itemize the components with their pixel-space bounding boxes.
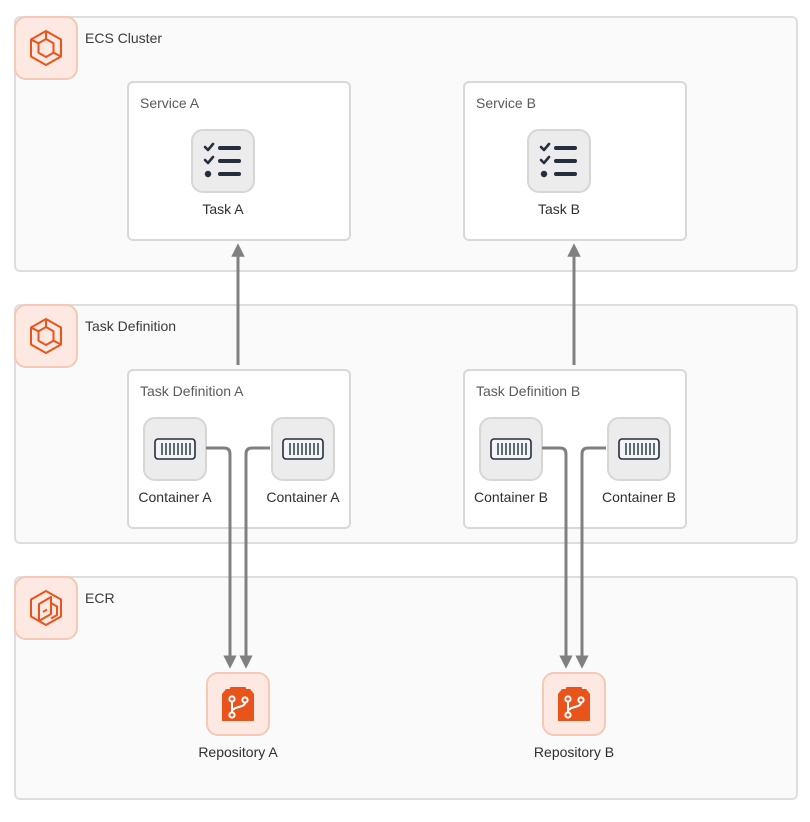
task-definition-a-label: Task Definition A — [140, 383, 244, 399]
repository-branch-icon[interactable] — [206, 672, 270, 736]
container-icon[interactable] — [479, 417, 543, 481]
checklist-icon[interactable] — [191, 129, 255, 193]
container-icon[interactable] — [143, 417, 207, 481]
task-definition-b-box[interactable]: Task Definition B Container B Container … — [463, 369, 687, 529]
task-b-label: Task B — [537, 201, 581, 217]
ecs-cluster-group: ECS Cluster Service A Task A Service B — [14, 16, 798, 272]
task-definition-group-label: Task Definition — [85, 318, 177, 334]
task-definition-b-label: Task Definition B — [476, 383, 581, 399]
service-b-box[interactable]: Service B Task B — [463, 81, 687, 241]
task-definition-group: Task Definition Task Definition A Contai… — [14, 304, 798, 544]
ecr-group: ECR Repository A — [14, 576, 798, 800]
ecr-group-label: ECR — [85, 590, 115, 606]
ecr-icon — [14, 576, 78, 640]
ecs-cluster-label: ECS Cluster — [85, 30, 163, 46]
task-a-label: Task A — [202, 201, 244, 217]
repository-branch-icon[interactable] — [542, 672, 606, 736]
container-b-2-label: Container B — [602, 489, 676, 505]
ecs-icon — [14, 16, 78, 80]
service-b-label: Service B — [476, 95, 536, 111]
service-a-label: Service A — [140, 95, 200, 111]
task-definition-a-box[interactable]: Task Definition A Container A Container … — [127, 369, 351, 529]
checklist-icon[interactable] — [527, 129, 591, 193]
container-icon[interactable] — [607, 417, 671, 481]
repository-a-label: Repository A — [198, 744, 278, 760]
repository-b-label: Repository B — [533, 744, 615, 760]
service-a-box[interactable]: Service A Task A — [127, 81, 351, 241]
container-a-1-label: Container A — [138, 489, 212, 505]
container-a-2-label: Container A — [266, 489, 340, 505]
container-icon[interactable] — [271, 417, 335, 481]
ecs-icon — [14, 304, 78, 368]
container-b-1-label: Container B — [474, 489, 548, 505]
